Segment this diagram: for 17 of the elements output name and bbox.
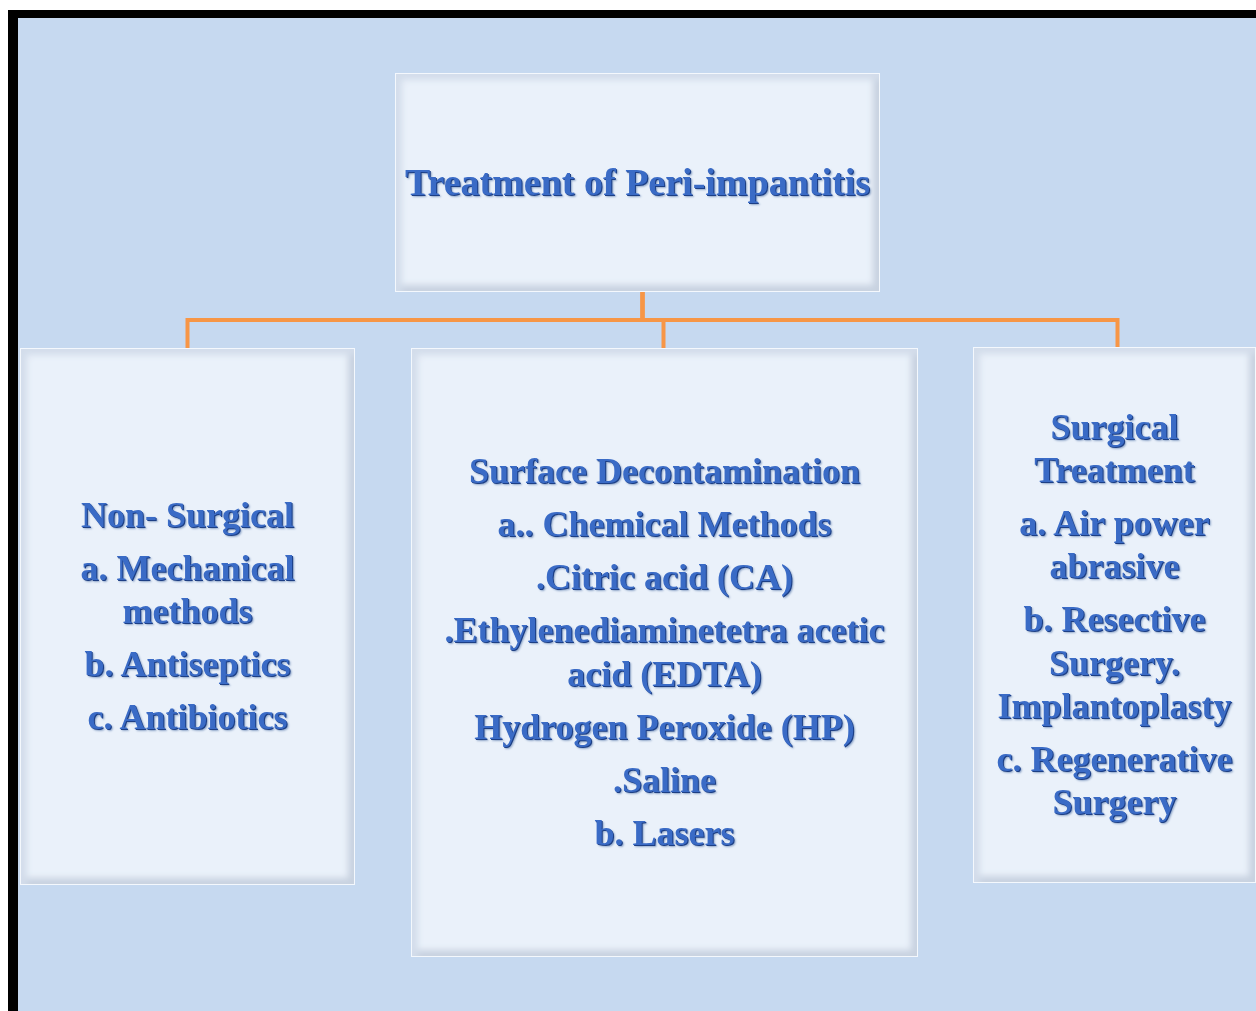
text-box [411, 348, 918, 957]
box-heading: Non- Surgical [81, 493, 294, 537]
list-item: .Citric acid (CA) [536, 556, 793, 600]
box-heading: Surface Decontamination [469, 449, 860, 493]
text-box [20, 348, 355, 885]
list-item: a.. Chemical Methods [497, 502, 832, 546]
list-item: c. Regenerative Surgery [995, 737, 1234, 825]
list-item: c. Antibiotics [87, 696, 288, 740]
box-heading: Treatment of Peri-impantitis [404, 159, 870, 205]
list-item: b. Lasers [594, 812, 735, 856]
list-item: .Ethylenediaminetetra acetic acid (EDTA) [443, 609, 886, 696]
connector-line [640, 292, 1120, 347]
text-box [395, 73, 880, 292]
list-item: .Saline [613, 758, 716, 802]
list-item: b. Antiseptics [84, 643, 291, 687]
list-item: Hydrogen Peroxide (HP) [474, 705, 855, 749]
text-box [973, 347, 1256, 883]
